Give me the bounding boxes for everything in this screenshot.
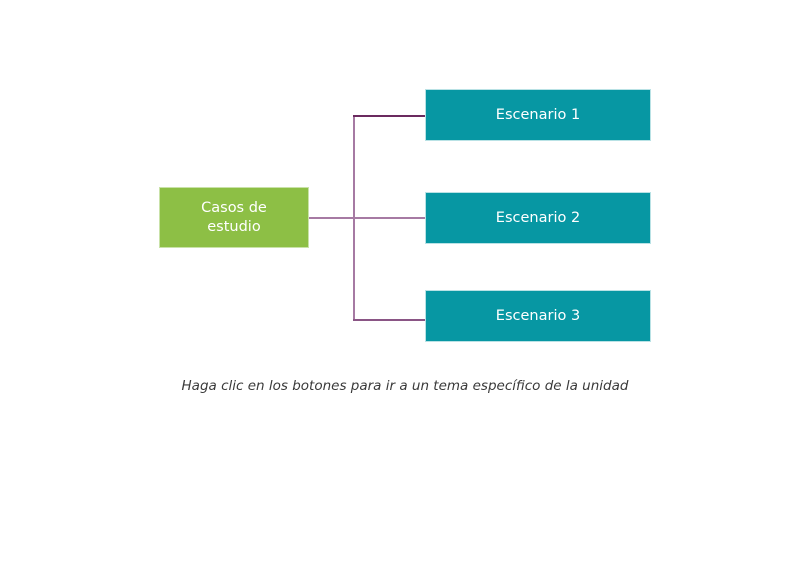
scenario-2-label: Escenario 2 [495, 210, 581, 226]
instruction-caption: Haga clic en los botones para ir a un te… [181, 378, 629, 394]
connector-scenario-1 [353, 115, 425, 117]
scenario-3-button[interactable]: Escenario 3 [425, 290, 651, 342]
scenario-3-label: Escenario 3 [495, 308, 581, 324]
scenario-2-button[interactable]: Escenario 2 [425, 192, 651, 244]
root-label-line2: estudio [207, 218, 261, 235]
connector-scenario-3 [353, 319, 425, 321]
case-studies-node[interactable]: Casos de estudio [159, 187, 309, 248]
connector-trunk [353, 115, 355, 321]
scenario-1-button[interactable]: Escenario 1 [425, 89, 651, 141]
scenario-1-label: Escenario 1 [495, 107, 581, 123]
connector-root [309, 217, 425, 219]
root-label-line1: Casos de [201, 199, 267, 216]
